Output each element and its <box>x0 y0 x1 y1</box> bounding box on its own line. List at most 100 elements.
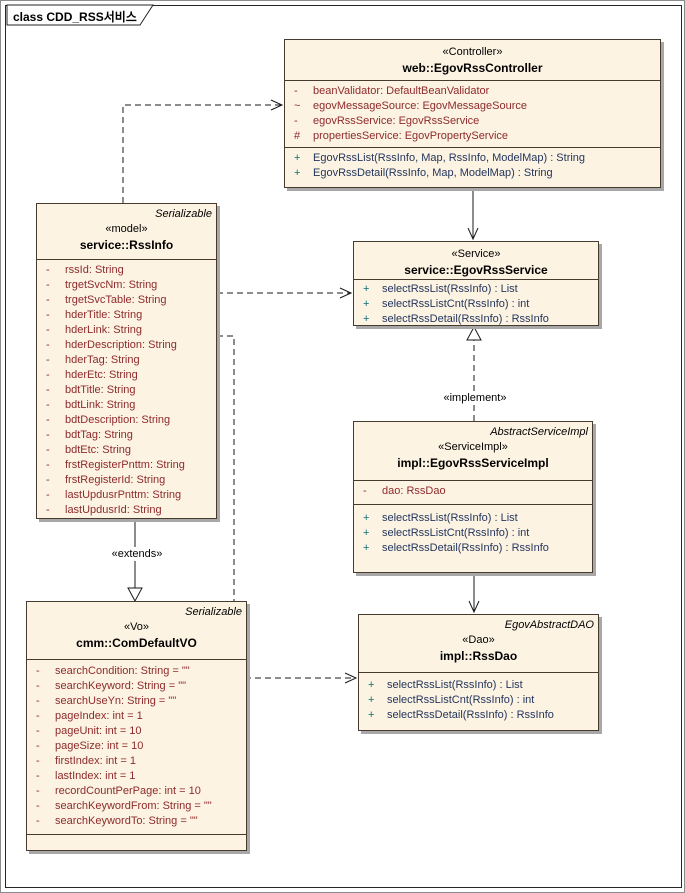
base-class-label: Serializable <box>185 606 242 618</box>
attribute-text: lastIndex: int = 1 <box>55 770 136 782</box>
attribute-row: -searchKeyword: String = "" <box>27 679 246 694</box>
attribute-text: dao: RssDao <box>382 485 446 497</box>
attribute-text: propertiesService: EgovPropertyService <box>313 130 509 142</box>
operations-compartment-empty <box>27 834 246 850</box>
visibility-marker: ~ <box>294 100 301 112</box>
attribute-row: -bdtTag: String <box>37 428 216 443</box>
attribute-text: bdtTitle: String <box>65 384 136 396</box>
visibility-marker: + <box>363 313 370 325</box>
attribute-row: -frstRegisterId: String <box>37 473 216 488</box>
operations-compartment: +selectRssList(RssInfo) : List+selectRss… <box>354 279 598 325</box>
visibility-marker: - <box>36 770 40 782</box>
attribute-text: searchKeyword: String = "" <box>55 680 187 692</box>
attribute-text: hderTag: String <box>65 354 140 366</box>
visibility-marker: # <box>294 130 301 142</box>
visibility-marker: - <box>294 115 298 127</box>
class-service-rssinfo[interactable]: Serializable «model» service::RssInfo - r… <box>36 203 217 519</box>
visibility-marker: - <box>36 665 40 677</box>
visibility-marker: + <box>363 527 370 539</box>
class-name: web::EgovRssController <box>402 61 543 75</box>
visibility-marker: - <box>46 489 50 501</box>
visibility-marker: - <box>294 85 298 97</box>
visibility-marker: - <box>36 815 40 827</box>
operations-compartment: +EgovRssList(RssInfo, Map, RssInfo, Mode… <box>285 147 660 187</box>
class-header: EgovAbstractDAO «Dao» impl::RssDao <box>359 615 598 672</box>
visibility-marker: - <box>363 485 367 497</box>
attribute-text: trgetSvcTable: String <box>65 294 167 306</box>
visibility-marker: - <box>46 294 50 306</box>
base-class-label: Serializable <box>155 208 212 220</box>
attribute-text: pageSize: int = 10 <box>55 740 144 752</box>
attribute-row: -searchKeywordFrom: String = "" <box>27 799 246 814</box>
arrowhead-open-icon <box>344 672 358 684</box>
class-header: Serializable «model» service::RssInfo <box>37 204 216 259</box>
attribute-text: frstRegisterPnttm: String <box>65 459 185 471</box>
attribute-row: - lastIndex: int = 1 <box>27 769 246 784</box>
attribute-text: beanValidator: DefaultBeanValidator <box>313 85 490 97</box>
base-class-label: EgovAbstractDAO <box>504 619 594 631</box>
attribute-row: - bdtDescription: String <box>37 413 216 428</box>
attribute-text: recordCountPerPage: int = 10 <box>55 785 201 797</box>
visibility-marker: - <box>46 264 50 276</box>
visibility-marker: - <box>36 725 40 737</box>
visibility-marker: + <box>363 283 370 295</box>
attribute-text: rssId: String <box>65 264 124 276</box>
class-header: AbstractServiceImpl «ServiceImpl» impl::… <box>354 422 592 480</box>
attribute-text: egovRssService: EgovRssService <box>313 115 480 127</box>
attribute-row: - dao: RssDao <box>354 484 592 499</box>
operation-text: selectRssDetail(RssInfo) : RssInfo <box>387 709 554 721</box>
diagram-frame <box>5 5 682 888</box>
class-cmm-comdefaultvo[interactable]: Serializable «Vo» cmm::ComDefaultVO -sea… <box>26 601 247 851</box>
visibility-marker: - <box>36 710 40 722</box>
operation-row: +EgovRssList(RssInfo, Map, RssInfo, Mode… <box>285 151 660 166</box>
operation-row: + selectRssListCnt(RssInfo) : int <box>354 297 598 312</box>
attribute-text: firstIndex: int = 1 <box>55 755 137 767</box>
visibility-marker: - <box>36 800 40 812</box>
attribute-text: searchCondition: String = "" <box>55 665 190 677</box>
attribute-text: bdtDescription: String <box>65 414 171 426</box>
visibility-marker: + <box>368 679 375 691</box>
attribute-text: lastUpdusrId: String <box>65 504 162 516</box>
attribute-text: lastUpdusrPnttm: String <box>65 489 182 501</box>
visibility-marker: + <box>363 298 370 310</box>
visibility-marker: - <box>36 785 40 797</box>
operations-compartment: +selectRssList(RssInfo) : List+selectRss… <box>359 672 598 730</box>
attribute-row: - beanValidator: DefaultBeanValidator <box>285 84 660 99</box>
attribute-row: -pageSize: int = 10 <box>27 739 246 754</box>
class-impl-rssdao[interactable]: EgovAbstractDAO «Dao» impl::RssDao +sele… <box>358 614 599 731</box>
visibility-marker: - <box>46 339 50 351</box>
attributes-compartment: - beanValidator: DefaultBeanValidator ~ ego… <box>285 80 660 147</box>
visibility-marker: - <box>46 414 50 426</box>
attributes-compartment: -rssId: String-trgetSvcNm: String-trgetS… <box>37 259 216 518</box>
attribute-row: -bdtLink: String <box>37 398 216 413</box>
operation-text: selectRssListCnt(RssInfo) : int <box>387 694 535 706</box>
attribute-text: pageUnit: int = 10 <box>55 725 142 737</box>
attribute-row: -trgetSvcNm: String <box>37 278 216 293</box>
visibility-marker: - <box>46 369 50 381</box>
visibility-marker: - <box>46 354 50 366</box>
class-web-egovrsscontroller[interactable]: «Controller» web::EgovRssController -bea… <box>284 39 661 188</box>
stereotype-label: «Dao» <box>462 634 495 646</box>
attribute-text: hderEtc: String <box>65 369 138 381</box>
visibility-marker: + <box>368 709 375 721</box>
operations-compartment: +selectRssList(RssInfo) : List+selectRss… <box>354 504 592 572</box>
class-header: «Service» service::EgovRssService <box>354 242 598 279</box>
attribute-row: - trgetSvcTable: String <box>37 293 216 308</box>
stereotype-label: «Service» <box>451 248 501 260</box>
class-service-egovrssservice[interactable]: «Service» service::EgovRssService +selec… <box>353 241 599 326</box>
stereotype-label: «model» <box>105 223 148 235</box>
arrowhead-open-icon <box>468 600 480 614</box>
operation-row: +selectRssDetail(RssInfo) : RssInfo <box>354 541 592 556</box>
visibility-marker: - <box>46 504 50 516</box>
attribute-row: -bdtTitle: String <box>37 383 216 398</box>
visibility-marker: - <box>46 399 50 411</box>
attribute-text: hderDescription: String <box>65 339 177 351</box>
attribute-row: - rssId: String <box>37 263 216 278</box>
operation-row: +selectRssList(RssInfo) : List <box>359 678 598 693</box>
attribute-text: pageIndex: int = 1 <box>55 710 143 722</box>
class-impl-egovrssserviceimpl[interactable]: AbstractServiceImpl «ServiceImpl» impl::… <box>353 421 593 573</box>
operation-text: selectRssListCnt(RssInfo) : int <box>382 298 530 310</box>
attribute-row: -bdtEtc: String <box>37 443 216 458</box>
class-name: service::EgovRssService <box>404 263 548 277</box>
visibility-marker: - <box>46 279 50 291</box>
